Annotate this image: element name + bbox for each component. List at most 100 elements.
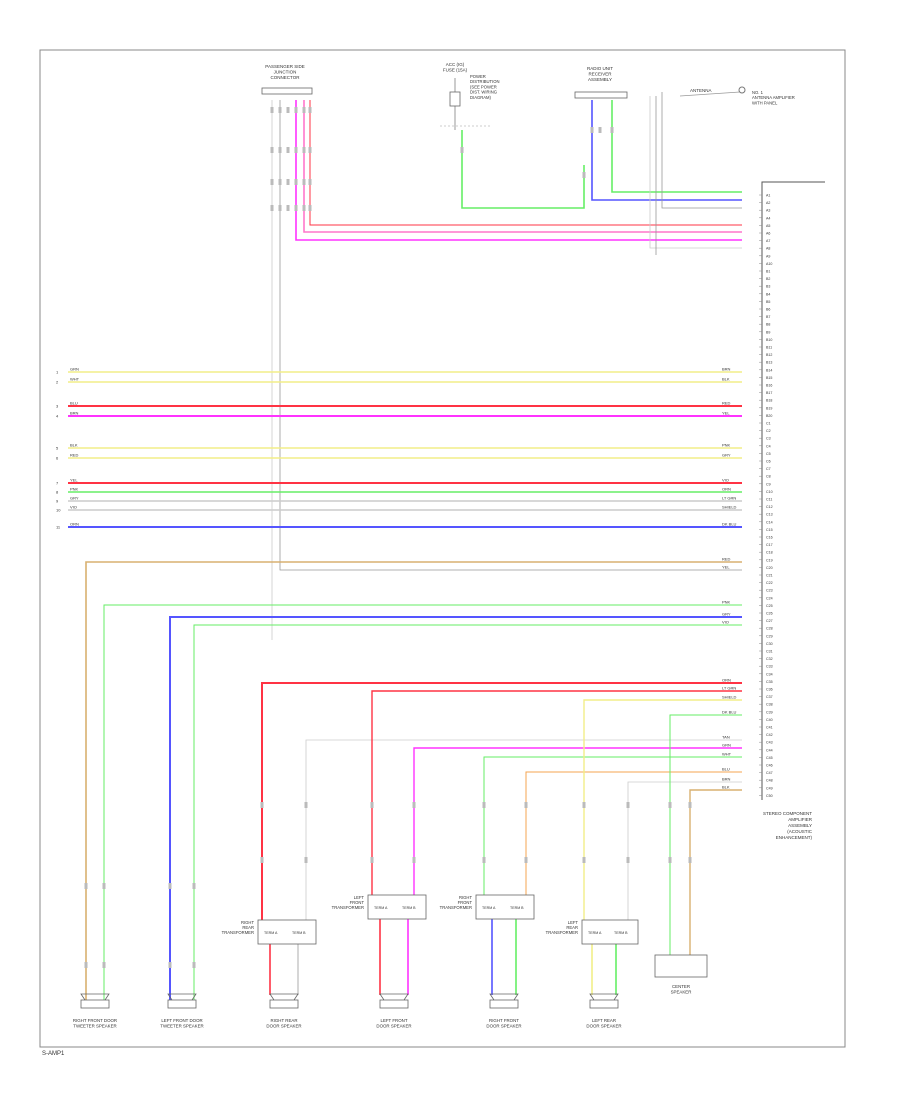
antenna-icon [738, 86, 746, 94]
amp-pin-label: C7 [766, 467, 771, 471]
amp-wire-tag: PNK [722, 600, 731, 605]
left-pin-label: 3 [56, 404, 59, 409]
amp-pin-label: C43 [766, 741, 773, 745]
radio-pin [598, 127, 602, 133]
amp-pin-label: C1 [766, 422, 771, 426]
antenna-amp-label: WITH PANEL [752, 100, 778, 105]
amp-pin-label: B10 [766, 338, 772, 342]
amp-pin-label: B13 [766, 361, 772, 365]
amp-pin-label: C47 [766, 771, 773, 775]
amp-pin-label: C38 [766, 703, 773, 707]
amp-pin-label: C45 [766, 756, 773, 760]
bus-tag-left: BLU [70, 401, 78, 406]
amp-wire-tag: SHIELD [722, 695, 737, 700]
amp-pin-label: B1 [766, 270, 770, 274]
radio-unit-label: ASSEMBLY [588, 77, 612, 82]
acc-fuse-note: (SEE POWER [470, 84, 497, 89]
amplifier-label: ASSEMBLY [788, 823, 812, 828]
bus-tag-right: BRN [722, 367, 731, 372]
junction-pin [308, 179, 312, 185]
speaker-pin [168, 883, 172, 889]
amp-pin-label: B9 [766, 330, 770, 334]
amp-pin-label: C28 [766, 627, 773, 631]
speaker-rr-door [269, 999, 299, 1009]
transformer-right-front-terminal: TERM A [482, 906, 496, 910]
amplifier-label: (ACOUSTIC [787, 829, 813, 834]
amp-pin-label: C6 [766, 460, 771, 464]
amp-pin-label: C12 [766, 505, 773, 509]
amp-wire-tag: ORN [722, 678, 731, 683]
wire-connector [304, 857, 308, 863]
amplifier-label: STEREO COMPONENT [763, 811, 812, 816]
amp-pin-label: C20 [766, 566, 773, 570]
speaker-lf-door-label: LEFT FRONT [381, 1018, 408, 1023]
amp-pin-label: C17 [766, 543, 773, 547]
wire-connector [524, 857, 528, 863]
transformer-left-front [367, 894, 427, 920]
bus-tag-right: RED [722, 401, 731, 406]
speaker-rr-door-label: RIGHT REAR [271, 1018, 298, 1023]
wire-magenta-top [295, 100, 742, 241]
wire-red-rr [261, 682, 742, 920]
amp-pin-label: C27 [766, 619, 773, 623]
radio-unit-label: RECEIVER [588, 72, 612, 77]
amp-pin-label: C33 [766, 665, 773, 669]
speaker-rf-door-label: RIGHT FRONT [489, 1018, 519, 1023]
wire-green-fuse [461, 130, 585, 209]
amp-pin-label: C29 [766, 634, 773, 638]
junction-pin [286, 205, 290, 211]
wire-connector [260, 857, 264, 863]
transformer-right-rear-terminal: TERM B [292, 931, 306, 935]
speaker-lr-door-label: DOOR SPEAKER [586, 1024, 621, 1029]
junction-pin [270, 107, 274, 113]
amp-pin-label: C24 [766, 596, 773, 600]
amp-pin-label: C32 [766, 657, 773, 661]
amp-pin-label: B14 [766, 368, 772, 372]
amp-pin-label: A4 [766, 216, 770, 220]
bus-tag-left: YEL [70, 478, 78, 483]
bus-tag-right: YEL [722, 411, 730, 416]
left-pin-label: 8 [56, 490, 59, 495]
speaker-lr-door [589, 999, 619, 1009]
transformer-right-front-label: TRANSFORMER [440, 905, 472, 910]
wire-gray-lr [627, 781, 742, 920]
bus-tag-right: BLK [722, 377, 730, 382]
wire-connector [412, 857, 416, 863]
junction-pin [270, 205, 274, 211]
amp-pin-label: A7 [766, 239, 770, 243]
speaker-rf-tweeter [80, 999, 110, 1009]
amplifier-label: AMPLIFIER [788, 817, 813, 822]
wire-green-tweeter [103, 604, 742, 1000]
amp-pin-label: A8 [766, 247, 770, 251]
amp-pin-label: C3 [766, 437, 771, 441]
speaker-rr-door-cone [269, 993, 299, 1001]
junction-pin [286, 147, 290, 153]
bus-tag-left: GRN [70, 367, 79, 372]
junction-pin [308, 107, 312, 113]
transformer-right-rear [257, 919, 317, 945]
transformer-left-rear-label: LEFT [568, 920, 579, 925]
speaker-lf-door-cone [379, 993, 409, 1001]
wire-connector [482, 802, 486, 808]
wire-yellow-lr [583, 699, 742, 920]
amp-pin-label: C31 [766, 650, 773, 654]
speaker-center [654, 954, 708, 978]
transformer-right-rear-terminal: TERM A [264, 931, 278, 935]
amp-wire-tag: BRN [722, 777, 731, 782]
speaker-lr-door-label: LEFT REAR [592, 1018, 616, 1023]
amp-pin-label: C11 [766, 498, 772, 502]
speaker-pin [102, 883, 106, 889]
junction-pin [270, 179, 274, 185]
junction-connector [261, 87, 313, 95]
wire-pink-top [303, 100, 742, 233]
wire-green-radio [611, 100, 742, 193]
amp-wire-tag: RED [722, 557, 731, 562]
radio-unit-connector [574, 91, 628, 99]
speaker-rr-door-label: DOOR SPEAKER [266, 1024, 301, 1029]
junction-pin [294, 147, 298, 153]
amplifier-outline [761, 181, 825, 800]
wires [68, 96, 742, 1000]
left-pin-label: 5 [56, 446, 59, 451]
transformer-left-front-label: TRANSFORMER [332, 905, 364, 910]
amp-pin-label: B12 [766, 353, 772, 357]
